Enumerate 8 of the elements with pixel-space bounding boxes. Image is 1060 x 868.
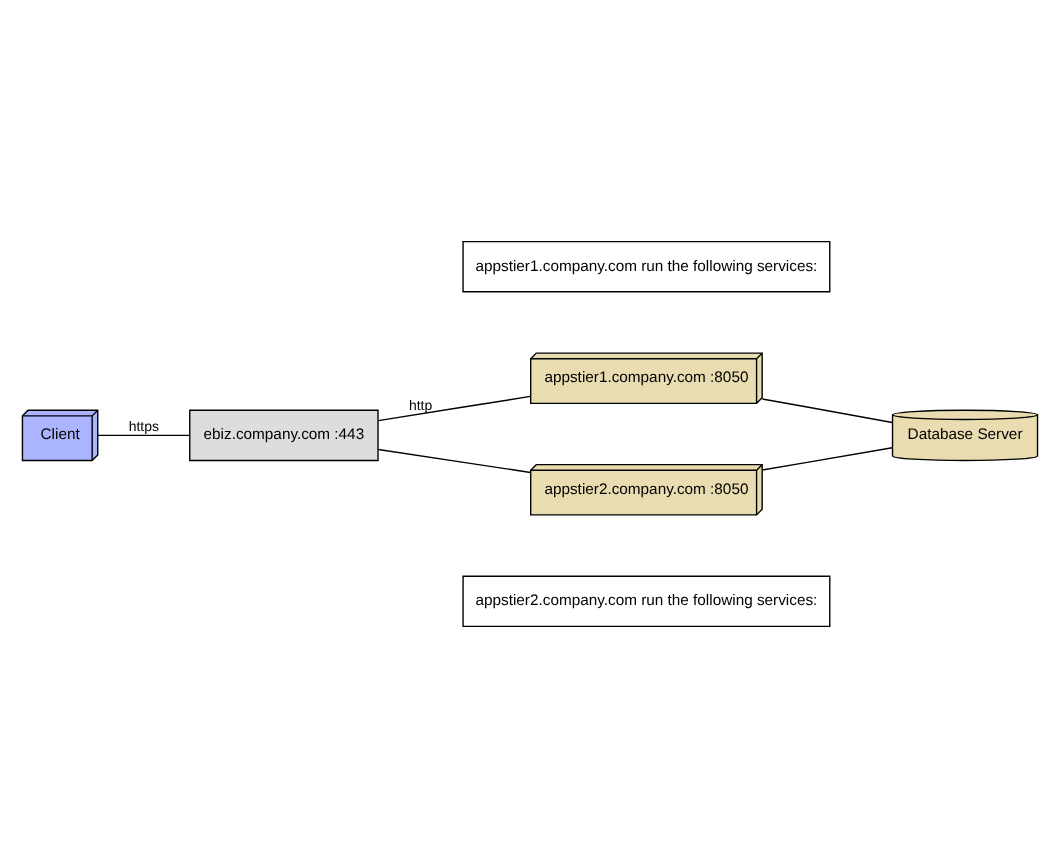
connector — [377, 395, 532, 422]
node-box: appstier1.company.com run the following services: — [462, 240, 831, 293]
node-box: ebiz.company.com :443 — [189, 409, 379, 462]
connector — [761, 398, 893, 424]
connector — [97, 434, 191, 437]
node-box: appstier2.company.com run the following services: — [462, 575, 831, 628]
connector — [377, 448, 532, 474]
connector — [761, 447, 893, 471]
